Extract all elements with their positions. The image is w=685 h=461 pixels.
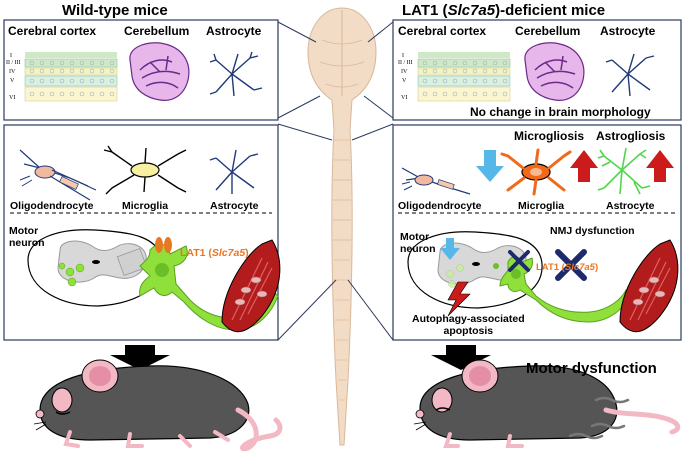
left-microglia-icon	[103, 145, 187, 195]
right-label-oligodendrocyte: Oligodendrocyte	[398, 200, 482, 212]
apoptosis-lightning-icon	[447, 281, 471, 317]
left-layer-iv: IV	[9, 69, 16, 75]
left-label-cerebellum: Cerebellum	[124, 24, 190, 38]
left-label-lat1: LAT1 (Slc7a5)	[180, 248, 249, 259]
right-label-astrocyte-mid: Astrocyte	[606, 200, 655, 212]
oligodendrocyte-decrease-arrow	[476, 150, 504, 182]
astrocyte-increase-arrow-head	[646, 150, 674, 168]
left-lat1-gene: Slc7a5	[211, 247, 246, 259]
left-label-oligodendrocyte: Oligodendrocyte	[10, 200, 94, 212]
left-layer-v: V	[10, 78, 15, 84]
right-cerebellum	[524, 42, 585, 101]
no-change-label: No change in brain morphology	[470, 105, 651, 119]
right-muscle-icon	[619, 239, 679, 333]
left-lat1-prefix: LAT1 (	[180, 247, 212, 259]
right-layer-i: I	[402, 53, 404, 59]
right-layer-ii-iii: II / III	[398, 60, 413, 66]
left-muscle-icon	[221, 239, 281, 333]
right-layer-iv: IV	[401, 69, 408, 75]
left-lat1-suffix: )	[245, 247, 249, 259]
autophagy-label: Autophagy-associated apoptosis	[412, 313, 525, 338]
right-astrocyte-icon-top	[605, 53, 655, 97]
right-cortex-layers	[417, 52, 511, 102]
microglia-increase-arrow-head	[570, 150, 598, 168]
right-down-arrow	[431, 345, 491, 370]
left-layer-ii-iii: II / III	[6, 60, 21, 66]
nmj-dysfunction-label: NMJ dysfunction	[550, 225, 635, 237]
right-astrocyte-icon-green	[597, 147, 651, 195]
left-title: Wild-type mice	[62, 2, 168, 19]
right-label-lat1: LAT1 (Slc7a5)	[536, 263, 598, 273]
microglia-increase-arrow-stem	[578, 166, 590, 182]
right-label-astrocyte-top: Astrocyte	[600, 24, 656, 38]
right-lat1-suffix: )	[594, 262, 599, 273]
right-lat1-prefix: LAT1 (	[536, 262, 565, 273]
microgliosis-label: Microgliosis	[514, 129, 585, 143]
left-layer-vi: VI	[9, 95, 16, 101]
left-astrocyte-icon-mid	[209, 149, 259, 194]
left-label-microglia: Microglia	[122, 200, 169, 212]
left-label-astrocyte-top: Astrocyte	[206, 24, 262, 38]
right-mouse-icon	[413, 359, 681, 448]
central-cns-silhouette	[307, 7, 377, 446]
left-label-cerebral-cortex: Cerebral cortex	[8, 24, 97, 38]
right-lat1-gene: Slc7a5	[564, 262, 595, 273]
lat1-cross-small	[508, 250, 530, 272]
connector-lines	[277, 21, 394, 341]
left-down-arrow	[110, 345, 170, 370]
right-oligodendrocyte-icon	[401, 167, 471, 195]
right-label-motor-neuron: Motor neuron	[400, 231, 436, 255]
right-label-microglia: Microglia	[518, 200, 565, 212]
motor-neuron-decrease-arrow	[440, 238, 460, 260]
right-label-cerebellum: Cerebellum	[515, 24, 581, 38]
lat1-cross-large	[555, 249, 587, 281]
right-microglia-icon	[500, 148, 572, 196]
left-astrocyte-icon-top	[209, 51, 263, 97]
left-mouse-icon	[33, 359, 283, 452]
left-layer-i: I	[10, 53, 12, 59]
astrogliosis-label: Astrogliosis	[596, 129, 666, 143]
right-layer-v: V	[402, 78, 407, 84]
right-label-cerebral-cortex: Cerebral cortex	[398, 24, 487, 38]
right-title: LAT1 (Slc7a5)-deficient mice	[402, 3, 605, 18]
astrocyte-increase-arrow-stem	[654, 166, 666, 182]
left-motor-neuron	[139, 237, 279, 331]
left-label-motor-neuron: Motor neuron	[9, 225, 45, 249]
right-title-suffix: )-deficient mice	[495, 2, 606, 19]
left-label-astrocyte-mid: Astrocyte	[210, 200, 259, 212]
left-oligodendrocyte-icon	[19, 149, 97, 201]
right-layer-vi: VI	[401, 95, 408, 101]
left-cerebellum	[129, 42, 190, 101]
right-title-prefix: LAT1 (	[402, 2, 448, 19]
left-cortex-layers	[24, 52, 118, 102]
right-title-gene: Slc7a5	[447, 2, 496, 19]
motor-dysfunction-label: Motor dysfunction	[526, 360, 657, 377]
